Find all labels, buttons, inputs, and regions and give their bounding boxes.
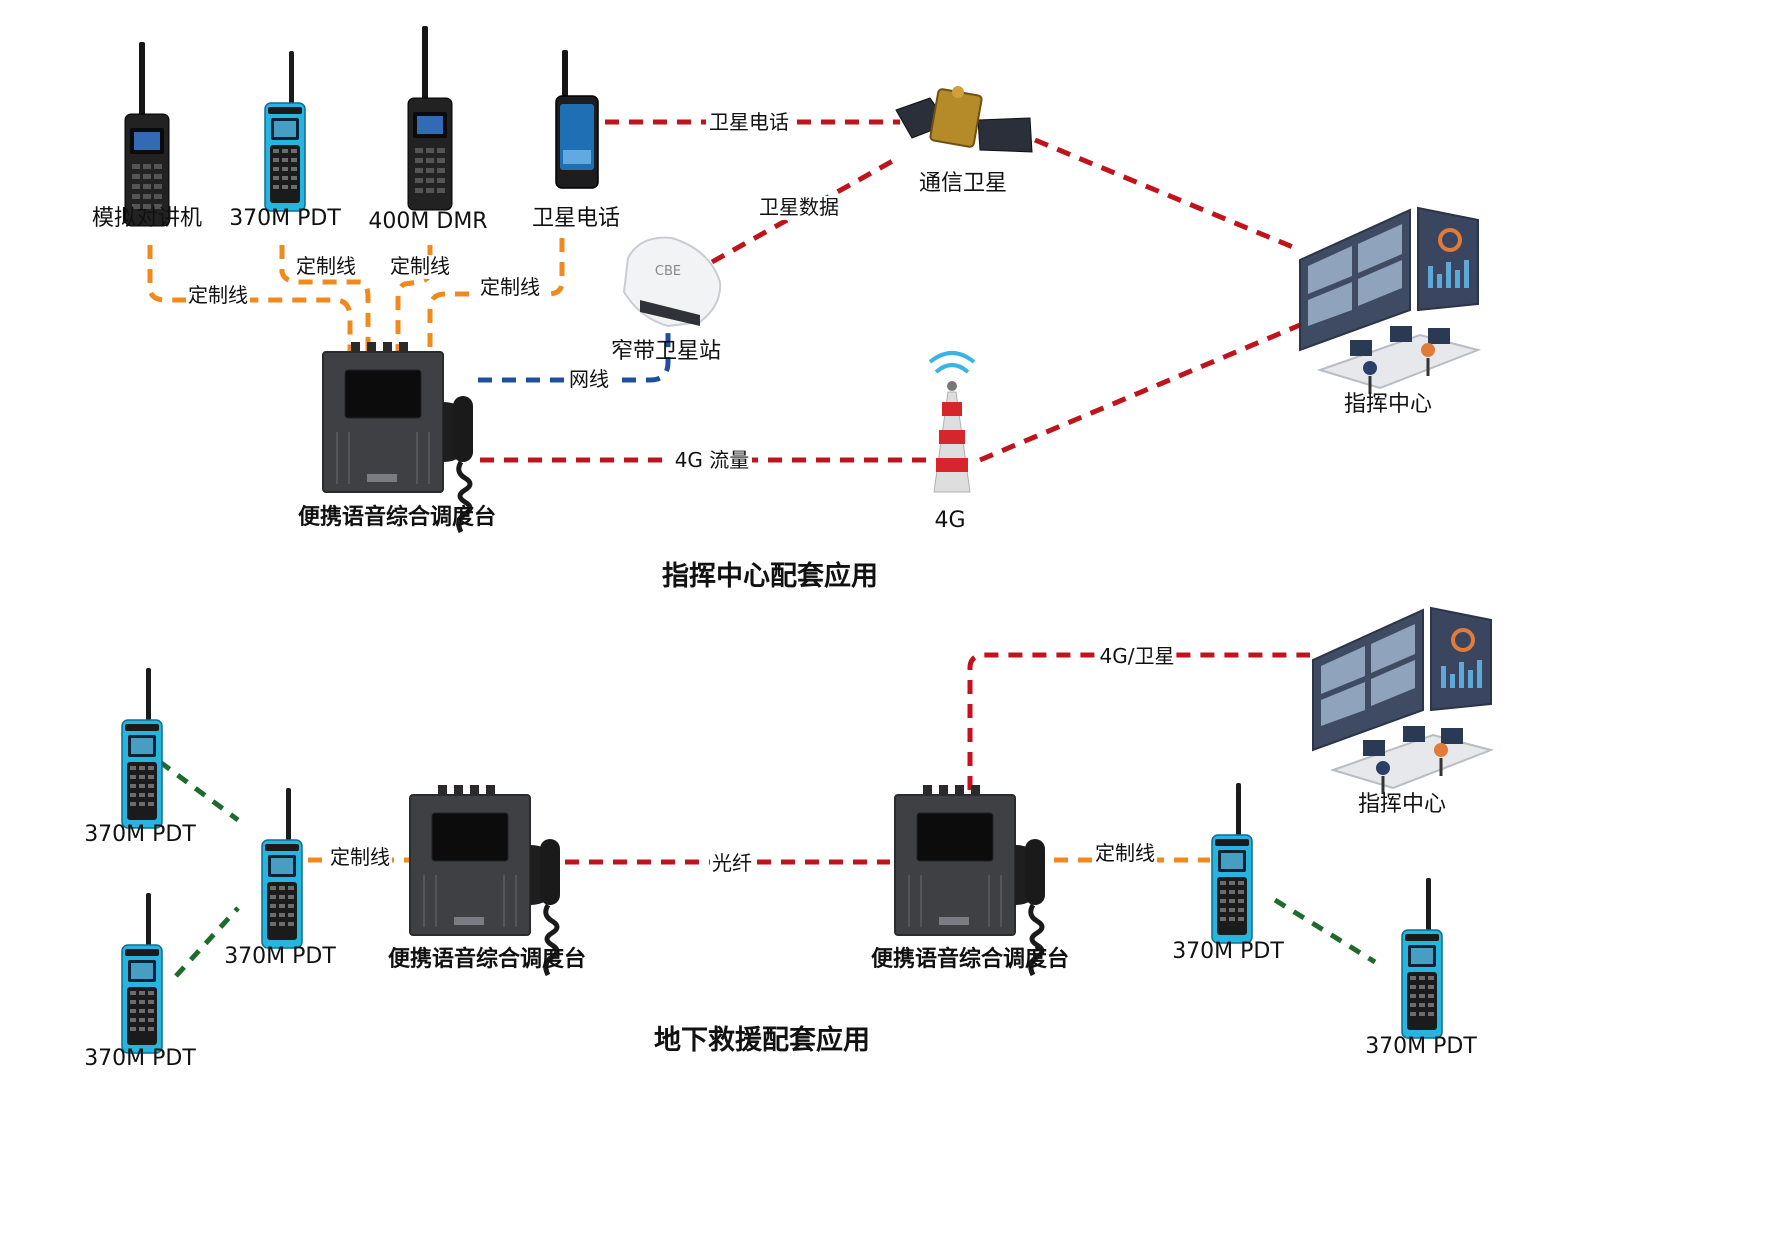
custom-line-label-1: 定制线 [188, 283, 248, 307]
command-center-label-top: 指挥中心 [1344, 392, 1432, 417]
command-center-bottom [1311, 606, 1493, 796]
sat-station-label: 窄带卫星站 [611, 339, 721, 364]
command-center-label-bottom: 指挥中心 [1358, 792, 1446, 817]
custom-line-label-4: 定制线 [480, 275, 540, 299]
pdt-radio-label: 370M PDT [229, 206, 341, 231]
pdt-radio-top [264, 50, 306, 212]
tower-label: 4G [934, 508, 965, 533]
handheld-radio-icon [264, 50, 306, 212]
uplink-link [967, 652, 1310, 790]
console-right-label: 便携语音综合调度台 [871, 946, 1069, 972]
handheld-radio-icon [121, 667, 163, 829]
network-link-label: 网线 [569, 367, 609, 391]
handheld-radio-icon [407, 25, 453, 211]
custom-line-bottom-left-label: 定制线 [330, 845, 390, 869]
pdt-left-bottom-label: 370M PDT [84, 1046, 196, 1071]
pdt-left-top-label: 370M PDT [84, 822, 196, 847]
cell-tower-icon [928, 351, 976, 493]
console-label-top: 便携语音综合调度台 [298, 504, 496, 530]
satellite-phone-icon [555, 50, 599, 189]
command-center-top [1298, 206, 1480, 396]
tower-to-center-link [979, 322, 1301, 463]
handheld-radio-icon [1401, 877, 1443, 1039]
radio-link-left-top [158, 759, 240, 823]
top-section-title: 指挥中心配套应用 [662, 560, 878, 592]
command-center-icon [1298, 206, 1480, 396]
sat-to-center-link [1034, 137, 1301, 253]
sat-phone-link-label: 卫星电话 [709, 110, 789, 134]
pdt-left-mid-label: 370M PDT [224, 944, 336, 969]
handheld-radio-icon [124, 41, 170, 227]
analog-radio-label: 模拟对讲机 [92, 206, 202, 231]
top-labels: 模拟对讲机 370M PDT 400M DMR 卫星电话 通信卫星 窄带卫星站 … [92, 110, 1432, 592]
radio-link-left-bottom [174, 906, 240, 978]
sat-data-link-label: 卫星数据 [759, 195, 839, 219]
fiber-link-label: 光纤 [712, 851, 752, 875]
custom-line-label-3: 定制线 [390, 254, 450, 278]
satellite-icon [895, 86, 1033, 153]
network-cable [478, 330, 671, 383]
custom-line-pdt [279, 245, 371, 362]
pdt-left-mid [261, 787, 303, 949]
pdt-right-bottom [1401, 877, 1443, 1039]
handheld-radio-icon [1211, 782, 1253, 944]
dispatch-console-icon [323, 342, 473, 532]
analog-radio [124, 41, 170, 227]
pdt-right-mid [1211, 782, 1253, 944]
pdt-left-bottom [121, 892, 163, 1054]
custom-line-label-2: 定制线 [296, 254, 356, 278]
uplink-link-label: 4G/卫星 [1100, 644, 1175, 668]
lte-link-label: 4G 流量 [675, 448, 750, 472]
pdt-right-bottom-label: 370M PDT [1365, 1034, 1477, 1059]
bottom-links [158, 652, 1377, 978]
dispatch-console-top [323, 342, 473, 532]
bottom-labels: 370M PDT 370M PDT 370M PDT 便携语音综合调度台 便携语… [84, 644, 1477, 1071]
pdt-left-top [121, 667, 163, 829]
sat-phone-label: 卫星电话 [532, 206, 620, 231]
handheld-radio-icon [121, 892, 163, 1054]
bottom-section-title: 地下救援配套应用 [654, 1024, 870, 1056]
custom-line-bottom-right-label: 定制线 [1095, 841, 1155, 865]
radio-link-right-bottom [1273, 897, 1377, 965]
console-left-label: 便携语音综合调度台 [388, 946, 586, 972]
satellite-label: 通信卫星 [919, 171, 1007, 196]
pdt-right-mid-label: 370M PDT [1172, 939, 1284, 964]
command-center-icon [1311, 606, 1493, 796]
svg-text:CBE: CBE [655, 264, 681, 279]
dmr-radio [407, 25, 453, 211]
handheld-radio-icon [261, 787, 303, 949]
dmr-radio-label: 400M DMR [368, 209, 487, 234]
satellite-station-icon: CBE [622, 236, 722, 328]
custom-line-satphone [427, 238, 565, 362]
